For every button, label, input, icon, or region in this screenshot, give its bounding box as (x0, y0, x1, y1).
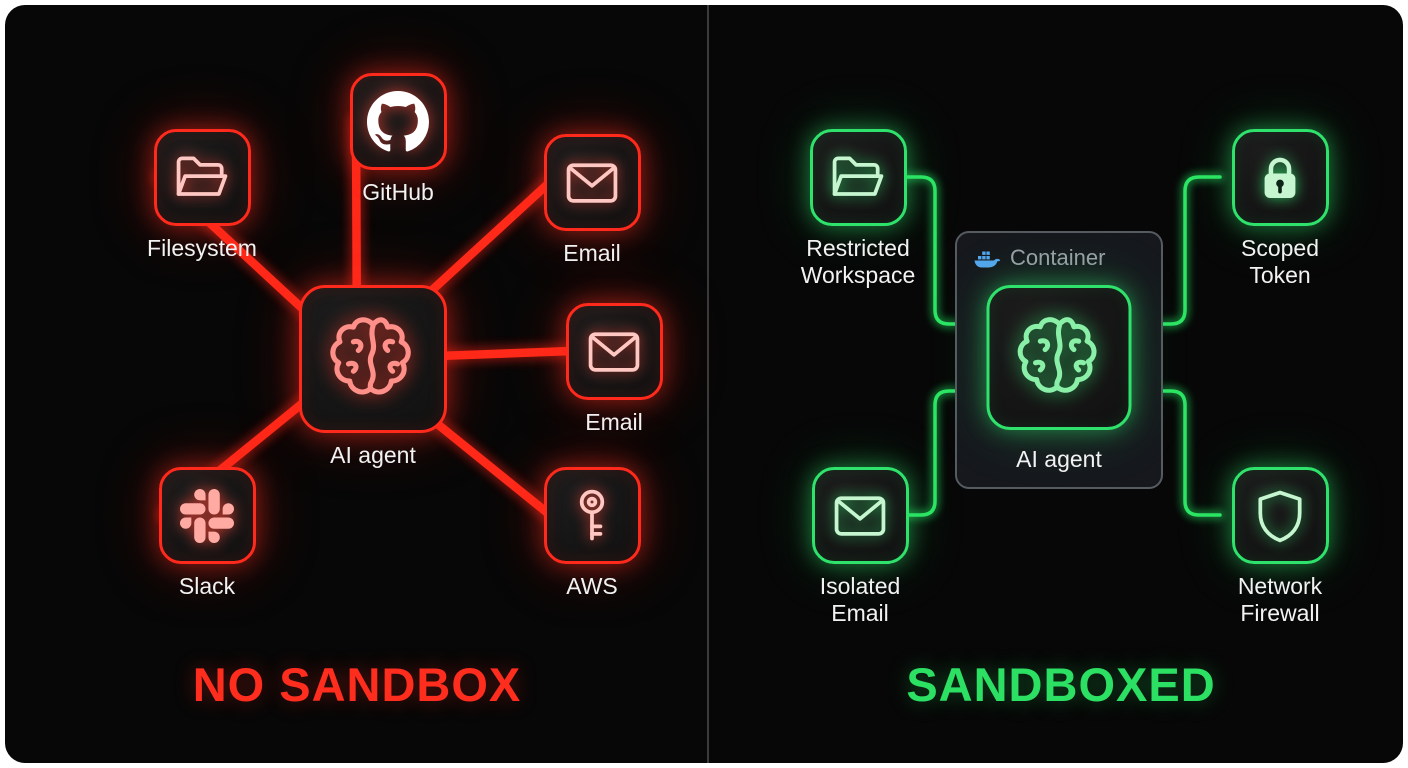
github-icon (367, 90, 429, 151)
brain-icon (1017, 316, 1097, 393)
container-box: Container AI agent (955, 231, 1163, 489)
agent-label: AI agent (1016, 446, 1102, 472)
node-label: Slack (178, 573, 236, 599)
node-label: Filesystem (147, 235, 257, 261)
container-header: Container (973, 245, 1161, 271)
no-sandbox-title: NO SANDBOX (192, 658, 522, 711)
envelope-icon (588, 331, 640, 372)
node-email-right: Email (524, 303, 704, 436)
node-label: Email (585, 409, 643, 435)
folder-icon (832, 155, 884, 196)
lock-icon (1264, 157, 1296, 198)
node-label: AI agent (330, 442, 416, 468)
node-filesystem: Filesystem (112, 129, 292, 262)
docker-icon (974, 251, 1001, 267)
node-label: Network Firewall (1237, 573, 1323, 626)
envelope-icon (834, 495, 886, 536)
node-network-firewall: Network Firewall (1219, 467, 1341, 627)
node-email-top: Email (502, 134, 682, 267)
diagram-canvas: Filesystem GitHub Email (5, 5, 1403, 763)
node-isolated-email: Isolated Email (799, 467, 921, 627)
container-label: Container (1010, 245, 1106, 270)
node-github: GitHub (308, 73, 488, 206)
node-label: AWS (566, 573, 618, 599)
node-label: GitHub (362, 179, 434, 205)
node-label: Restricted Workspace (800, 235, 916, 288)
slack-icon (180, 488, 234, 543)
node-slack: Slack (117, 467, 297, 600)
sandboxed-panel: Restricted Workspace Scoped Token (709, 5, 1403, 763)
envelope-icon (566, 162, 618, 203)
key-icon (579, 489, 605, 540)
node-ai-agent-sandboxed (986, 285, 1132, 430)
panel-divider (707, 5, 709, 763)
sandboxed-title: SANDBOXED (906, 658, 1216, 711)
node-aws: AWS (502, 467, 682, 600)
node-label: Email (563, 240, 621, 266)
brain-icon (330, 317, 411, 395)
node-ai-agent: AI agent (283, 285, 463, 469)
shield-icon (1258, 490, 1302, 542)
folder-icon (176, 155, 228, 196)
node-scoped-token: Scoped Token (1219, 129, 1341, 289)
node-label: Scoped Token (1240, 235, 1319, 288)
node-label: Isolated Email (819, 573, 901, 626)
node-restricted-workspace: Restricted Workspace (797, 129, 919, 289)
no-sandbox-panel: Filesystem GitHub Email (5, 5, 709, 763)
